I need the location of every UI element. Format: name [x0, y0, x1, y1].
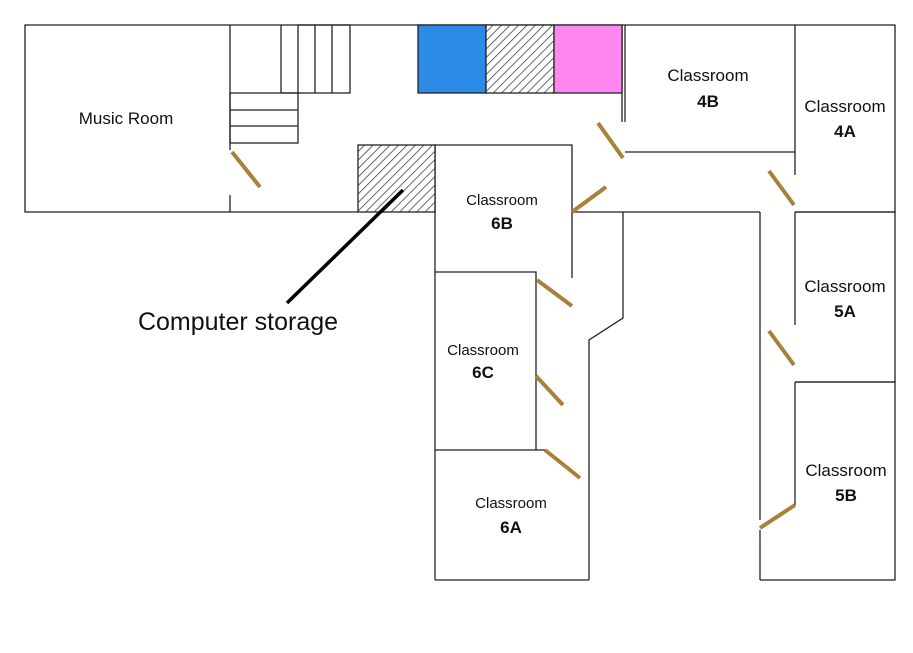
pink-storage-block [553, 24, 623, 94]
door-4b-upper [596, 121, 625, 160]
classroom-4a-number: 4A [834, 122, 856, 141]
stairs-lower [229, 92, 299, 144]
classroom-6c-walls [435, 271, 537, 450]
classroom-6a-label: Classroom [475, 495, 547, 512]
computer-storage-block [357, 144, 436, 213]
hatched-storage-block [485, 24, 555, 94]
walls [24, 24, 896, 581]
classroom-5a-label: Classroom [804, 277, 885, 296]
door-6b-lower [535, 278, 574, 308]
blue-storage-block [417, 24, 487, 94]
classroom-5a-number: 5A [834, 302, 856, 321]
classroom-6b-walls [434, 144, 573, 278]
classroom-4b-number: 4B [697, 92, 719, 111]
computer-storage-label: Computer storage [138, 308, 338, 336]
classroom-5b-walls [760, 381, 896, 581]
door-5a [767, 329, 796, 367]
door-6b [570, 185, 608, 214]
classroom-5a-walls [795, 211, 896, 383]
corridor-east-inner [588, 212, 624, 580]
classroom-6b-label: Classroom [466, 192, 538, 209]
door-5b [758, 503, 797, 530]
classroom-4b-label: Classroom [667, 66, 748, 85]
classroom-6c-label: Classroom [447, 342, 519, 359]
classroom-4b-walls [625, 24, 796, 153]
classroom-6b-number: 6B [491, 214, 513, 233]
doors [230, 121, 797, 530]
stairs-upper [297, 24, 351, 94]
classroom-5b-number: 5B [835, 486, 857, 505]
classroom-6a-number: 6A [500, 518, 522, 537]
door-4a [767, 169, 796, 207]
classroom-6c-number: 6C [472, 363, 494, 382]
door-6a [543, 448, 582, 480]
classroom-5b-label: Classroom [805, 461, 886, 480]
classroom-4a-walls [795, 24, 896, 213]
computer-storage-callout-line [285, 188, 405, 305]
classroom-4a-label: Classroom [804, 97, 885, 116]
door-6c [534, 374, 565, 407]
door-music-room [230, 150, 262, 189]
music-room-label: Music Room [79, 109, 173, 128]
